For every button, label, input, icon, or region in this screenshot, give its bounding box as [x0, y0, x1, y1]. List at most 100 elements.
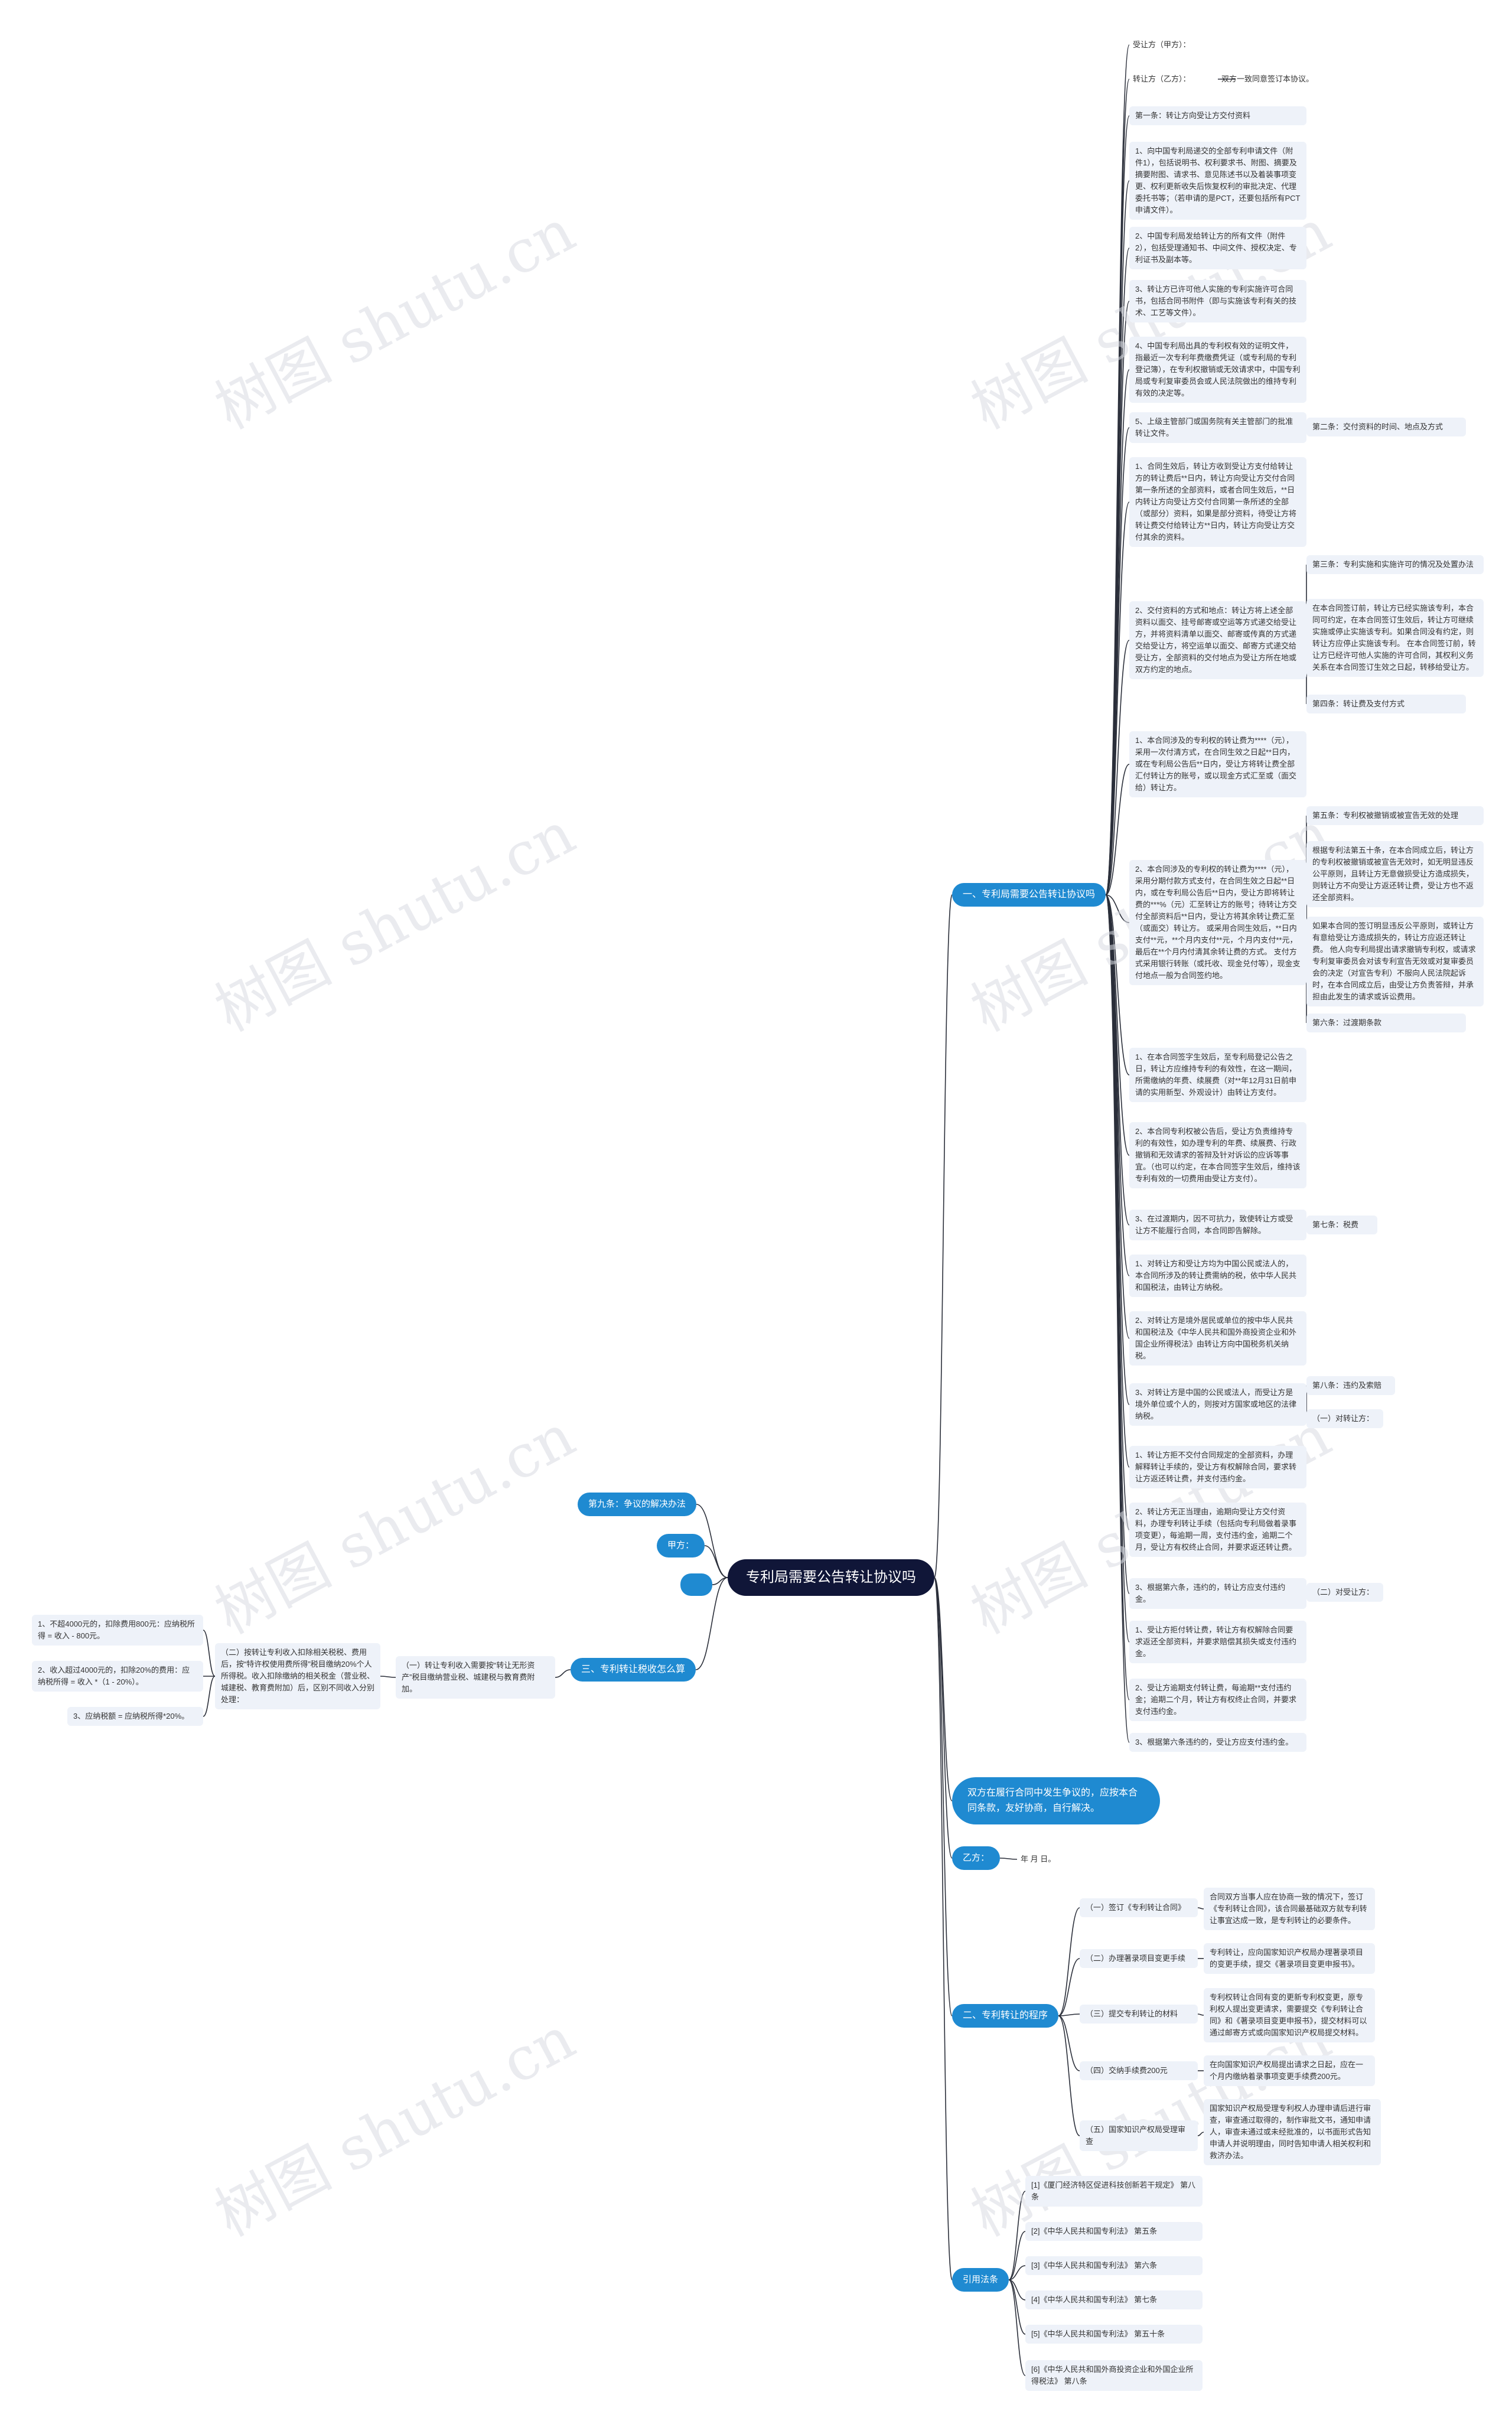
connector-line	[1105, 894, 1130, 1594]
branch-transfer-procedure[interactable]: 二、专利转让的程序	[952, 2004, 1059, 2028]
leaf-income-tax: （二）按转让专利收入扣除相关税税、费用后，按“特许权使用费所得”税目缴纳20%个…	[215, 1643, 380, 1709]
leaf-article-3: 第三条：专利实施和实施许可的情况及处置办法	[1306, 555, 1484, 574]
leaf-step-review: （五）国家知识产权局受理审查	[1080, 2120, 1198, 2151]
connector-line	[1105, 501, 1130, 895]
leaf-tax-rule-2: 2、收入超过4000元的，扣除20%的费用：应纳税所得 = 收入 *（1 - 2…	[32, 1661, 203, 1692]
connector-line	[1105, 301, 1130, 895]
connector-line	[1197, 2013, 1204, 2016]
leaf-step-2-detail: 专利转让，应向国家知识产权局办理著录项目的变更手续，提交《著录项目变更申报书》。	[1204, 1943, 1375, 1974]
leaf-clause-1-4: 4、中国专利局出具的专利权有效的证明文件，指最近一次专利年费缴费凭证（或专利局的…	[1129, 337, 1306, 403]
connector-line	[1105, 894, 1130, 1339]
connector-line	[1105, 894, 1130, 1076]
leaf-step-record-change: （二）办理著录项目变更手续	[1080, 1949, 1198, 1968]
branch-negotiation[interactable]: 双方在履行合同中发生争议的，应按本合同条款，友好协商，自行解决。	[952, 1777, 1160, 1824]
leaf-clause-8-5: 2、受让方逾期支付转让费，每逾期**支付违约金；逾期二个月，转让方有权终止合同，…	[1129, 1679, 1306, 1721]
connector-line	[1105, 894, 1130, 1530]
connector-line	[1105, 247, 1130, 895]
leaf-date: 年 月 日。	[1021, 1855, 1056, 1863]
leaf-clause-2-1: 1、合同生效后，转让方收到受让方支付给转让方的转让费后**日内，转让方向受让方交…	[1129, 457, 1306, 547]
leaf-clause-1-2: 2、中国专利局发给转让方的所有文件（附件2），包括受理通知书、中间文件、授权决定…	[1129, 227, 1306, 269]
leaf-transferee: 受让方（甲方）：	[1133, 40, 1191, 49]
connector-line	[1105, 894, 1130, 1405]
connector-line	[1058, 2015, 1080, 2071]
leaf-article-2: 第二条：交付资料的时间、地点及方式	[1306, 418, 1466, 436]
connector-line	[1105, 180, 1130, 895]
leaf-article-7: 第七条：税费	[1306, 1216, 1377, 1234]
connector-line	[1197, 1907, 1204, 1910]
leaf-step-submit-materials: （三）提交专利转让的材料	[1080, 2005, 1198, 2024]
connector-line	[1008, 2279, 1026, 2376]
leaf-clause-8-2: 2、转让方无正当理由，逾期向受让方交付资料，办理专利转让手续（包括向专利局做着录…	[1129, 1503, 1306, 1557]
leaf-transferor: 转让方（乙方）：	[1133, 74, 1191, 83]
leaf-article-3-body: 在本合同签订前，转让方已经实施该专利，本合同可约定，在本合同签订生效后，转让方可…	[1306, 599, 1484, 677]
leaf-article-5: 第五条：专利权被撤销或被宣告无效的处理	[1306, 806, 1484, 825]
connector-line	[1105, 79, 1130, 895]
watermark: 树图 shutu.cn	[204, 195, 586, 443]
connector-line	[1008, 2231, 1026, 2280]
leaf-clause-6-2: 2、本合同专利权被公告后，受让方负责维持专利的有效性，如办理专利的年费、续展费、…	[1129, 1122, 1306, 1188]
connector-line	[1058, 1907, 1080, 2016]
connector-line	[1105, 369, 1130, 895]
leaf-clause-1-1: 1、向中国专利局递交的全部专利申请文件（附件1），包括说明书、权利要求书、附图、…	[1129, 142, 1306, 220]
connector-line	[934, 1577, 953, 2016]
leaf-article-4: 第四条：转让费及支付方式	[1306, 695, 1466, 713]
branch-need-announcement[interactable]: 一、专利局需要公告转让协议吗	[952, 883, 1106, 907]
branch-cited-laws[interactable]: 引用法条	[952, 2268, 1009, 2292]
leaf-clause-2-2: 2、交付资料的方式和地点：转让方将上述全部资料以面交、挂号邮寄或空运等方式递交给…	[1129, 601, 1306, 679]
branch-party-a[interactable]: 甲方：	[657, 1534, 705, 1557]
connector-line	[934, 1577, 953, 1801]
connector-line	[1058, 2015, 1080, 2136]
connector-line	[1008, 2279, 1026, 2301]
leaf-clause-6-3: 3、在过渡期内，因不可抗力，致使转让方或受让方不能履行合同，本合同即告解除。	[1129, 1210, 1306, 1240]
connector-line	[1105, 640, 1130, 895]
connector-line	[1105, 894, 1130, 1156]
connector-line	[999, 1858, 1018, 1860]
leaf-clause-8-6: 3、根据第六条违约的，受让方应支付违约金。	[1129, 1733, 1306, 1752]
leaf-clause-4-1: 1、本合同涉及的专利权的转让费为****（元），采用一次付清方式，在合同生效之日…	[1129, 731, 1306, 797]
branch-empty[interactable]	[680, 1573, 712, 1596]
connector-line	[1105, 894, 1130, 1700]
root-topic[interactable]: 专利局需要公告转让协议吗	[728, 1559, 934, 1596]
leaf-article-8: 第八条：违约及索赔	[1306, 1376, 1395, 1395]
leaf-step-1-detail: 合同双方当事人应在协商一致的情况下，签订《专利转让合同》，该合同最基础双方就专利…	[1204, 1888, 1375, 1930]
branch-transfer-tax[interactable]: 三、专利转让税收怎么算	[571, 1658, 696, 1682]
leaf-clause-6-1: 1、在本合同签字生效后，至专利局登记公告之日，转让方应维持专利的有效性，在这一期…	[1129, 1048, 1306, 1102]
leaf-tax-rule-3: 3、应纳税额 = 应纳税所得*20%。	[67, 1707, 203, 1726]
leaf-article-6: 第六条：过渡期条款	[1306, 1014, 1466, 1032]
branch-party-b[interactable]: 乙方：	[952, 1846, 1001, 1870]
connector-line	[1058, 1958, 1080, 2016]
leaf-citation-6: [6]《中华人民共和国外商投资企业和外国企业所得税法》 第八条	[1025, 2360, 1203, 2391]
leaf-business-tax: （一）转让专利收入需要按“转让无形资产”税目缴纳营业税、城建税与教育费附加。	[396, 1656, 555, 1699]
leaf-clause-7-1: 1、对转让方和受让方均为中国公民或法人的，本合同所涉及的转让费需纳的税，依中华人…	[1129, 1255, 1306, 1297]
leaf-step-3-detail: 专利权转让合同有变的更新专利权变更，原专利权人提出变更请求，需要提交《专利转让合…	[1204, 1988, 1375, 2042]
connector-line	[934, 894, 953, 1578]
watermark: 树图 shutu.cn	[204, 1400, 586, 1648]
leaf-clause-1-5: 5、上级主管部门或国务院有关主管部门的批准转让文件。	[1129, 412, 1306, 443]
connector-line	[1105, 764, 1130, 895]
leaf-step-4-detail: 在向国家知识产权局提出请求之日起，应在一个月内缴纳着录事项变更手续费200元。	[1204, 2055, 1375, 2086]
leaf-to-transferee: （二）对受让方：	[1306, 1583, 1383, 1602]
leaf-clause-8-3: 3、根据第六条，违约的，转让方应支付违约金。	[1129, 1578, 1306, 1609]
leaf-step-pay-fee: （四）交纳手续费200元	[1080, 2061, 1198, 2080]
connector-line	[1197, 2132, 1204, 2136]
watermark: 树图 shutu.cn	[204, 798, 586, 1045]
branch-dispute-resolution[interactable]: 第九条：争议的解决办法	[578, 1493, 697, 1516]
connector-line	[380, 1676, 396, 1678]
connector-line	[203, 1676, 216, 1717]
watermark: 树图 shutu.cn	[204, 2003, 586, 2250]
connector-line	[1105, 427, 1130, 895]
connector-line	[1008, 2279, 1026, 2335]
leaf-tax-rule-1: 1、不超4000元的，扣除费用800元：应纳税所得 = 收入 - 800元。	[32, 1615, 203, 1646]
leaf-citation-5: [5]《中华人民共和国专利法》 第五十条	[1025, 2325, 1203, 2344]
connector-line	[712, 1577, 728, 1585]
leaf-step-5-detail: 国家知识产权局受理专利权人办理申请后进行审查，审查通过取得的，制作审批文书，通知…	[1204, 2099, 1381, 2165]
connector-line	[1105, 894, 1130, 1743]
connector-line	[1105, 894, 1130, 1643]
leaf-to-transferor: （一）对转让方：	[1306, 1409, 1383, 1428]
connector-line	[1105, 894, 1130, 1468]
connector-line	[1105, 44, 1130, 895]
connector-line	[934, 1577, 953, 1859]
leaf-step-sign-contract: （一）签订《专利转让合同》	[1080, 1898, 1198, 1917]
connector-line	[1105, 894, 1130, 1276]
connector-line	[1008, 2265, 1026, 2280]
